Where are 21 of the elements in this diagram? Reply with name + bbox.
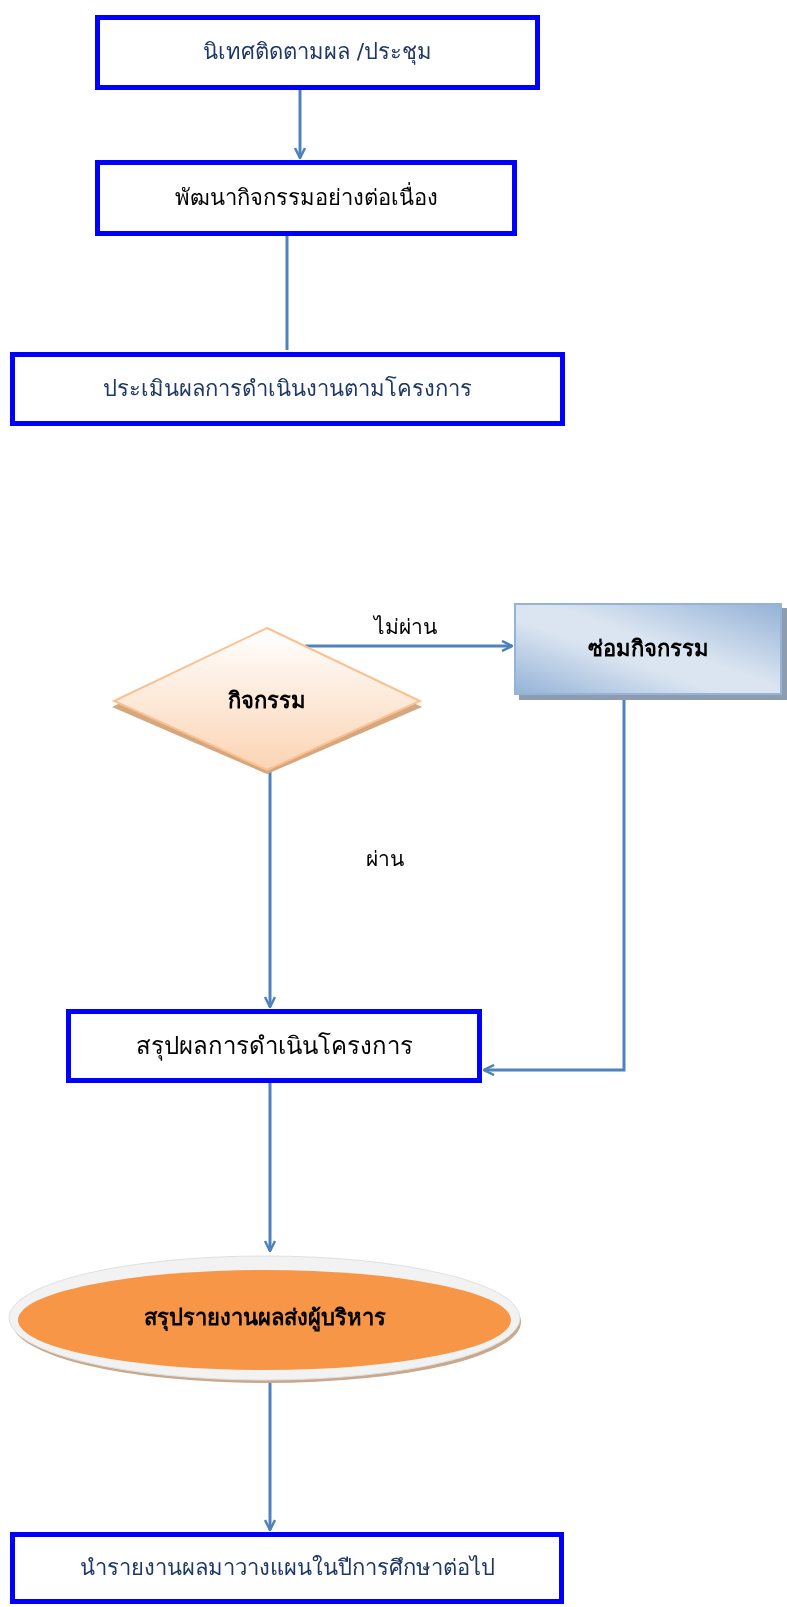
arrow [293,90,307,160]
arrow [482,697,626,1077]
arrow [263,772,277,1009]
arrow [305,639,514,653]
process-box [66,1009,482,1083]
process-box [95,15,540,90]
node-label: สรุปรายงานผลส่งผู้บริหาร [143,1304,386,1332]
node-label: ประเมินผลการดำเนินงานตามโครงการ [103,375,472,403]
node-label: นำรายงานผลมาวางแผนในปีการศึกษาต่อไป [79,1554,495,1582]
process-box [10,1532,564,1604]
arrow [263,1383,277,1532]
node-label: นิเทศติดตามผล /ประชุม [202,39,433,66]
process-box [10,352,565,426]
node-label: ซ่อมกิจกรรม [587,635,709,663]
terminal-ellipse [8,1253,521,1383]
node-label: สรุปผลการดำเนินโครงการ [135,1031,413,1061]
connector-line [285,236,289,350]
process-box [95,160,517,236]
node-label: พัฒนากิจกรรมอย่างต่อเนื่อง [174,184,438,212]
arrow [263,1083,277,1253]
decision-label: กิจกรรม [228,687,306,715]
